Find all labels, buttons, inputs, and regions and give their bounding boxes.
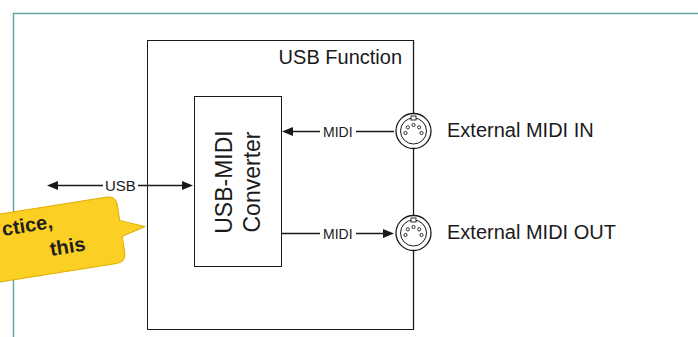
din-symbol: [394, 112, 433, 150]
callout-text: this: [48, 233, 87, 261]
signal-name: USB: [103, 177, 138, 194]
page-frame: [14, 14, 698, 337]
function-box: USB FunctionUSB-MIDI Converter: [147, 40, 414, 330]
callout-text: ctice,: [0, 210, 54, 241]
connector-label: External MIDI OUT: [447, 221, 616, 244]
callout-bubble: [0, 192, 150, 284]
connector-label: External MIDI IN: [447, 119, 594, 142]
signal-name: MIDI: [320, 226, 356, 242]
arrow-head: [282, 127, 293, 136]
signal-name: MIDI: [320, 124, 356, 140]
din-symbol: [394, 214, 433, 252]
converter-box: USB-MIDI Converter: [194, 96, 282, 267]
converter-label: USB-MIDI Converter: [210, 117, 266, 247]
midi-in-connector: External MIDI IN: [394, 112, 433, 150]
box-right-border: [413, 40, 414, 330]
midi-out-connector: External MIDI OUT: [394, 214, 433, 252]
box-heading: USB Function: [279, 46, 402, 69]
arrow-head: [383, 229, 394, 238]
